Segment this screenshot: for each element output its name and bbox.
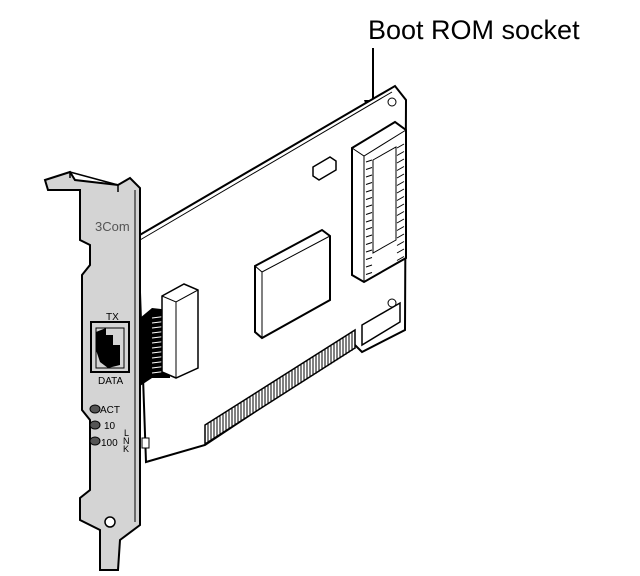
socket-pin — [365, 167, 373, 170]
socket-pin — [365, 234, 373, 238]
svg-text:10: 10 — [104, 421, 116, 432]
socket-pin — [396, 188, 405, 194]
small-component — [312, 156, 337, 181]
socket-pin — [396, 173, 405, 179]
socket-pin — [396, 248, 405, 254]
small-standoff — [141, 437, 150, 449]
led-10: 10 — [89, 420, 116, 432]
socket-pin — [365, 219, 373, 223]
socket-pin — [396, 143, 405, 149]
boot-rom-socket — [351, 120, 407, 284]
rj45-port[interactable] — [90, 321, 130, 373]
socket-pin — [396, 203, 405, 209]
controller-chip — [254, 228, 331, 340]
socket-pin — [396, 166, 405, 171]
socket-pin — [396, 196, 405, 201]
socket-pin — [365, 204, 373, 208]
svg-text:N: N — [123, 436, 130, 446]
brand-logo: 3Com — [95, 219, 130, 234]
socket-pin — [396, 211, 405, 216]
socket-pin — [396, 151, 405, 156]
socket-pin — [396, 256, 405, 261]
svg-text:ACT: ACT — [100, 405, 120, 416]
socket-pin — [365, 159, 373, 163]
socket-pin — [396, 218, 405, 224]
socket-pin — [396, 241, 405, 246]
socket-pin — [365, 249, 373, 253]
socket-pin — [396, 226, 405, 231]
socket-pin — [365, 182, 373, 185]
socket-pin — [396, 158, 405, 164]
bracket-screw-hole — [104, 516, 116, 528]
socket-pin — [396, 233, 405, 239]
port-label-data: DATA — [98, 376, 124, 387]
socket-pin — [365, 257, 373, 260]
led-act: ACT — [89, 404, 120, 416]
callout-label: Boot ROM socket — [368, 15, 580, 45]
edge-connector — [204, 301, 401, 446]
socket-pin — [365, 197, 373, 200]
svg-text:100: 100 — [101, 438, 118, 449]
led-100: 100 — [89, 436, 118, 449]
socket-pin — [396, 181, 405, 186]
socket-pin — [365, 212, 373, 215]
socket-pin — [365, 174, 373, 178]
socket-pin — [365, 242, 373, 245]
socket-pin — [365, 189, 373, 193]
svg-text:L: L — [124, 428, 129, 438]
socket-pin — [365, 272, 373, 275]
rj45-connector-body — [140, 283, 199, 386]
svg-text:K: K — [123, 444, 129, 454]
link-label: L N K — [123, 428, 130, 454]
socket-pin — [365, 227, 373, 230]
port-label-tx: TX — [106, 312, 119, 323]
socket-pin — [365, 264, 373, 268]
